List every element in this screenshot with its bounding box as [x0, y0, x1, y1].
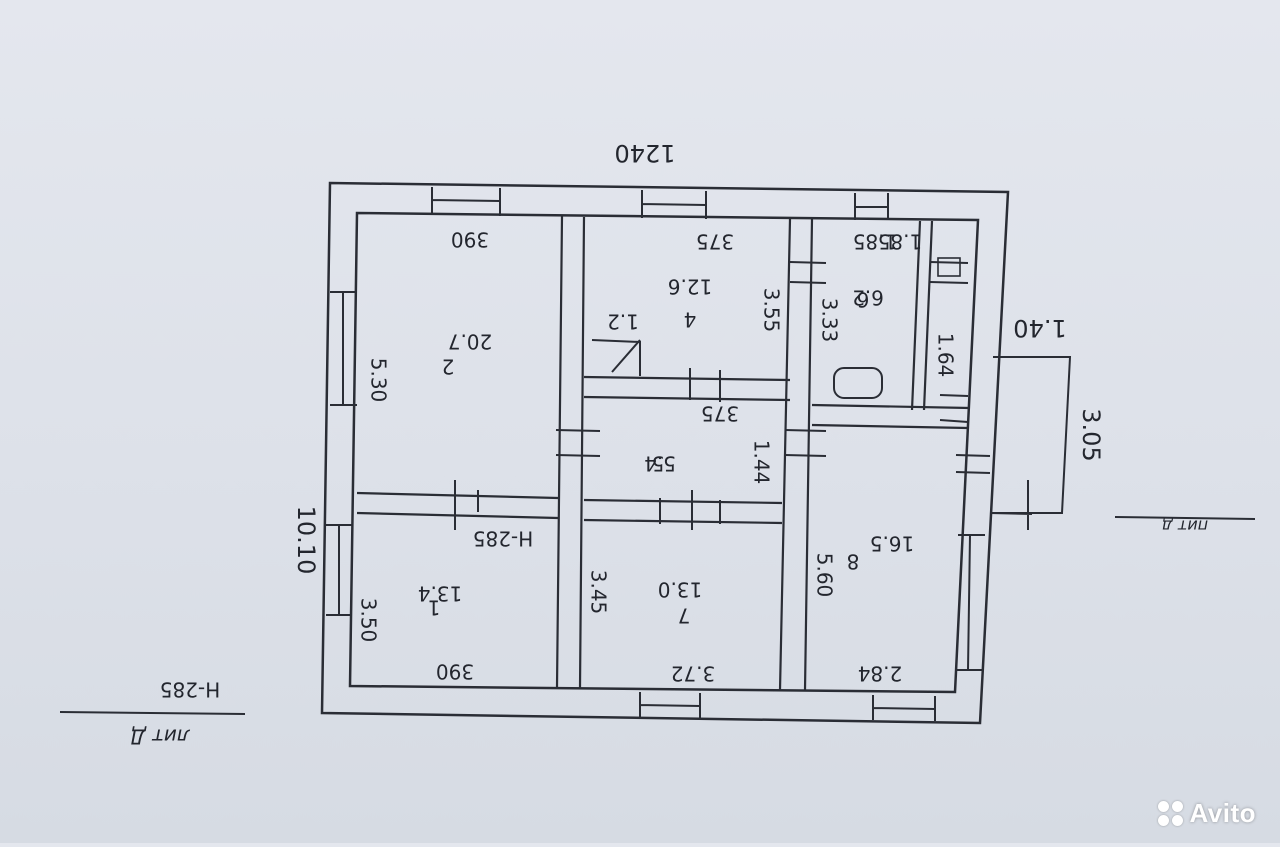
- room7-side-dimension: 3.50: [357, 598, 381, 643]
- room3-top-dimension: 1.85: [853, 230, 898, 254]
- room9-area-label: 16.5: [870, 532, 915, 556]
- room3-area-label: 6.2: [852, 286, 884, 310]
- room4-side-dimension: 1.64: [934, 333, 958, 378]
- avito-logo-icon: [1158, 801, 1184, 826]
- room2-area-label: 12.6: [668, 275, 713, 299]
- avito-watermark: Avito: [1158, 798, 1256, 829]
- room5-area-label: 5.4: [644, 452, 676, 476]
- room1-top-dimension: 390: [451, 228, 489, 252]
- porch-outline: [990, 356, 1072, 514]
- porch-width-label: 1.40: [1013, 314, 1066, 342]
- room7-top-dimension: 390: [436, 660, 474, 684]
- room8-number-label: 7: [678, 604, 691, 628]
- room2-number-label: 4: [684, 308, 697, 332]
- window-marks: [326, 187, 1033, 721]
- overall-depth-label: 10.10: [292, 506, 320, 575]
- room6-top-dimension: 1.2: [607, 310, 639, 334]
- room5-side-dimension: 1.44: [750, 440, 774, 485]
- overall-width-label: 1240: [614, 139, 675, 167]
- watermark-text: Avito: [1189, 798, 1256, 828]
- room7-number-label: 1: [428, 596, 441, 620]
- porch-depth-label: 3.05: [1077, 408, 1105, 461]
- interior-walls: [356, 215, 971, 691]
- liter-left-label: лит Д: [130, 725, 190, 749]
- room5-top-dimension: 375: [701, 402, 739, 426]
- room1-side-dimension: 5.30: [367, 358, 391, 403]
- room1-number-label: 2: [442, 355, 455, 379]
- room9-number-label: 8: [847, 550, 860, 574]
- room3-side-dimension: 3.33: [818, 298, 842, 343]
- room9-side-dimension: 5.60: [813, 553, 837, 598]
- liter-left-underline: [59, 711, 246, 715]
- room8-area-label: 13.0: [658, 578, 703, 602]
- liter-right-underline: [1114, 516, 1256, 520]
- room7-area-label: 13.4: [418, 582, 463, 606]
- outer-walls: [320, 181, 1010, 725]
- stamp-inner-label: Н-285: [473, 527, 533, 551]
- room1-area-label: 20.7: [448, 330, 493, 354]
- room2-side-dimension: 3.55: [760, 288, 784, 333]
- room2-top-dimension: 375: [696, 230, 734, 254]
- room9-top-dimension: 2.84: [858, 662, 903, 686]
- room4-top-dimension: 1.85: [878, 230, 923, 254]
- bathtub-fixture: [833, 367, 883, 399]
- room5-number-label: 5: [652, 452, 665, 476]
- room8-top-dimension: 3.72: [671, 662, 716, 686]
- stamp-label: Н-285: [160, 678, 220, 702]
- liter-right-label: пит д: [1162, 517, 1208, 536]
- room3-number-label: 6: [857, 288, 870, 312]
- sink-fixture: [937, 257, 961, 277]
- room8-side-dimension: 3.45: [587, 570, 611, 615]
